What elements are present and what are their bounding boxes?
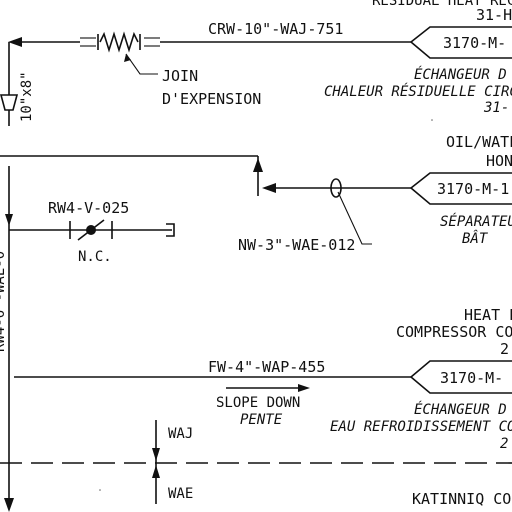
scan-speck: [99, 489, 101, 491]
slope-label-fr: PENTE: [240, 412, 283, 428]
expansion-joint-label-2: D'EXPENSION: [162, 90, 261, 108]
middle-right-equipment-tag: 3170-M-1: [437, 180, 509, 198]
leader-arrowhead-icon: [124, 54, 131, 62]
middle-right-desc-fr-2: BÂT: [462, 229, 489, 247]
main-vertical-arrow-down-icon: [4, 498, 14, 512]
top-right-desc-fr-3: 31-: [483, 100, 509, 116]
middle-right-header-1: OIL/WATE: [446, 133, 512, 151]
top-right-header-cut: RESIDUAL HEAT RECO: [372, 0, 512, 9]
boundary-label-above: WAJ: [168, 426, 193, 442]
flow-element-icon[interactable]: [330, 178, 342, 198]
expansion-joint-icon[interactable]: [80, 31, 160, 53]
top-right-equipment-tag: 3170-M-: [443, 34, 506, 52]
top-line-tag: CRW-10"-WAJ-751: [208, 20, 343, 38]
middle-right-header-2: HON: [486, 152, 512, 170]
expansion-joint-leader: [125, 53, 158, 75]
middle-right-desc-fr-1: SÉPARATEU: [440, 213, 512, 230]
main-vertical-arrow-mid-icon: [5, 214, 13, 226]
scan-speck: [431, 119, 433, 121]
lower-right-header-1: HEAT E: [464, 306, 512, 324]
boundary-arrow-down-icon: [152, 465, 160, 478]
expansion-joint-label-1: JOIN: [162, 67, 198, 85]
bottom-right-label: KATINNIQ COLL: [412, 490, 512, 508]
middle-line-tag: NW-3"-WAE-012: [238, 236, 355, 254]
lower-right-header-2: COMPRESSOR CO: [396, 323, 512, 341]
lower-line-tag: FW-4"-WAP-455: [208, 358, 325, 376]
boundary-arrow-up-icon: [152, 448, 160, 461]
valve-body-icon[interactable]: [86, 225, 96, 235]
slope-arrow-icon: [298, 384, 310, 392]
top-right-desc-fr-2: CHALEUR RÉSIDUELLE CIRC: [324, 83, 512, 100]
lower-right-desc-fr-3: 2: [500, 436, 508, 452]
lower-right-equipment-tag: 3170-M-: [440, 369, 503, 387]
valve-state: N.C.: [78, 249, 112, 265]
top-right-tag-top: 31-H: [476, 6, 512, 24]
vertical-line-tag: RW4-6"-WAE-0: [0, 251, 8, 352]
boundary-label-below: WAE: [168, 486, 193, 502]
valve-cap-icon: [166, 223, 175, 237]
lower-right-desc-fr-1: ÉCHANGEUR D: [414, 401, 507, 418]
lower-right-header-3: 2: [500, 340, 509, 358]
valve-tag: RW4-V-025: [48, 199, 129, 217]
middle-line-tag-leader: [337, 191, 372, 245]
lower-right-desc-fr-2: EAU REFROIDISSEMENT CO: [330, 419, 512, 435]
slope-label-en: SLOPE DOWN: [216, 395, 300, 411]
top-right-desc-fr-1: ÉCHANGEUR D: [414, 66, 507, 83]
middle-line-arrow-left-icon: [262, 183, 276, 193]
reducer-icon[interactable]: [0, 94, 19, 111]
top-line-arrow-left-icon: [8, 37, 22, 47]
reducer-size-label: 10"x8": [19, 71, 35, 122]
